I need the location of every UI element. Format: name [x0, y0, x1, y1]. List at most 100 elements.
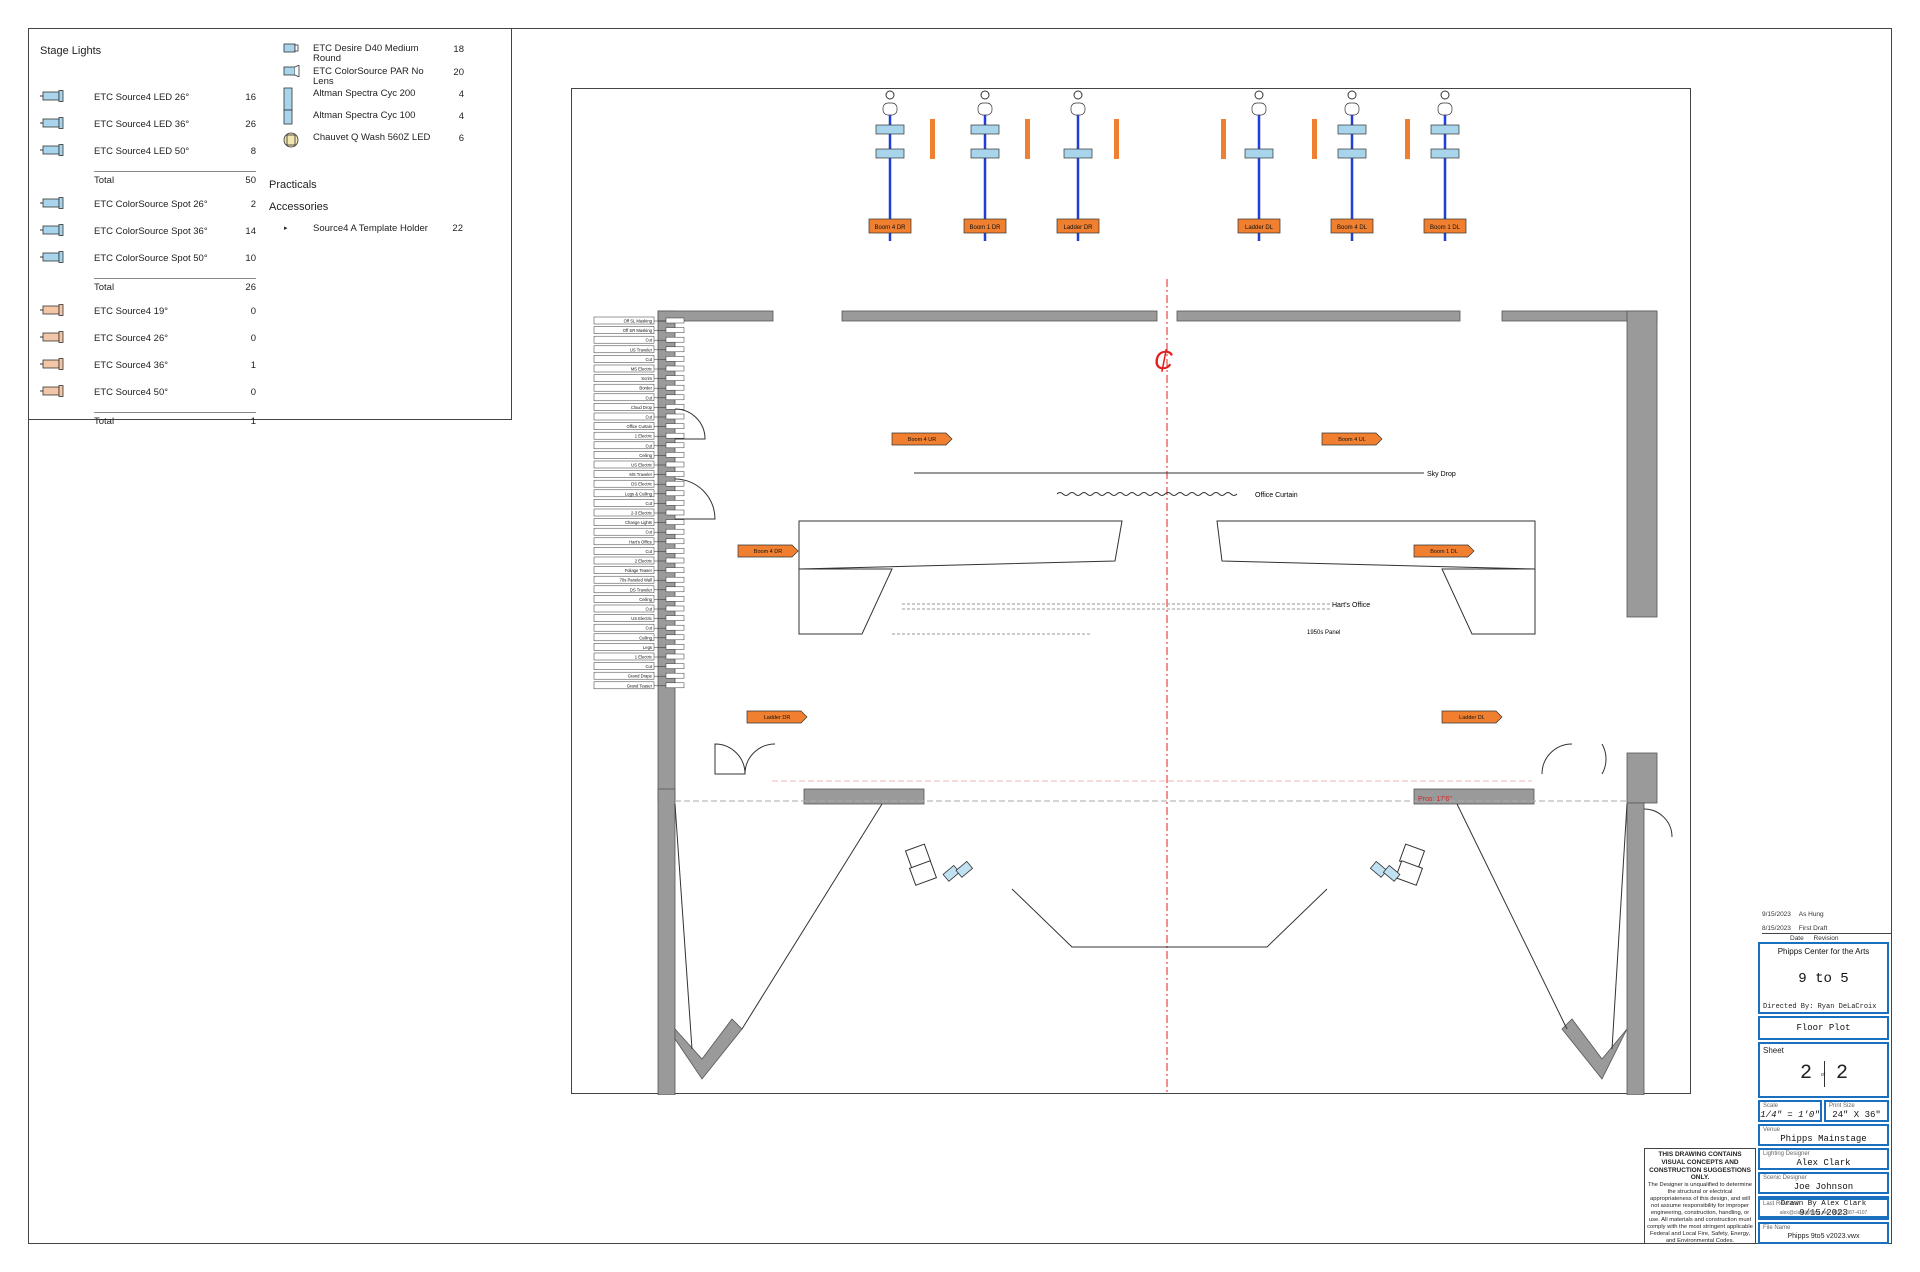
boom-fixture — [1337, 124, 1367, 135]
lineset-label: Ceiling — [639, 597, 652, 602]
lineset-label: Off SL Masking — [624, 319, 653, 324]
panel-label: 1950s Panel — [1307, 630, 1340, 636]
lineset-label: Cut — [645, 626, 652, 631]
power-icon — [885, 90, 895, 100]
floor-boom-name: Ladder DR — [764, 715, 791, 721]
scenic-designer-box: Scenic Designer Joe Johnson — [1758, 1172, 1889, 1194]
channel-tag — [1251, 102, 1267, 116]
revision-row-1: 9/15/2023 As Hung — [1762, 911, 1824, 918]
lineset-label: Off SR Masking — [623, 328, 653, 333]
legend-total-label: Total — [94, 175, 115, 186]
lineset-label: Cut — [645, 415, 652, 420]
lineset-label: Cloud Drop — [631, 405, 653, 410]
qwash-560z-icon — [282, 131, 300, 152]
lineset-row — [593, 451, 655, 459]
lineset-label: Cut — [645, 530, 652, 535]
pros-label: Pros: 17'6" — [1418, 796, 1452, 803]
lineset-row — [593, 431, 655, 440]
legend-fixture-count: 4 — [458, 111, 464, 122]
power-icon — [1440, 90, 1450, 100]
legend-row: ETC Source4 50°0 — [40, 383, 260, 403]
lineset-number-box — [665, 336, 685, 343]
lineset-row — [593, 403, 655, 411]
lineset-label: Hart's Office — [629, 539, 652, 544]
floor-boom-name: Boom 4 UR — [908, 437, 936, 443]
lineset-row — [593, 508, 655, 517]
lineset-label: Office Curtain — [626, 424, 652, 429]
lineset-row — [593, 537, 655, 546]
file-name-label: File Name — [1763, 1225, 1791, 1231]
boom-base-tag — [1237, 218, 1281, 234]
lineset-label: Grand Teaser — [627, 683, 653, 688]
lineset-row — [593, 547, 655, 555]
lineset-number-box — [665, 356, 685, 362]
boom-base-tag — [1423, 218, 1467, 234]
lineset-number-box — [665, 432, 685, 439]
lineset-row — [593, 595, 655, 603]
drawing-frame — [28, 28, 1892, 1244]
lineset-label: MS Electric — [631, 367, 652, 372]
legend-fixture-count: 8 — [250, 146, 256, 157]
legend-row: ETC Source4 LED 50°8 — [40, 142, 260, 162]
revision-header: Date Revision — [1762, 933, 1892, 942]
template-holder-icon: ▸ — [284, 225, 288, 232]
lineset-row — [593, 499, 655, 507]
legend-accessory-name: Source4 A Template Holder — [313, 223, 428, 234]
legend-fixture-name: ETC ColorSource Spot 26° — [94, 199, 208, 210]
lineset-label: Cut — [645, 549, 652, 554]
venue-box: Venue Phipps Mainstage — [1758, 1124, 1889, 1146]
channel-tag — [1437, 102, 1453, 116]
boom-base-tag — [1330, 218, 1374, 234]
boom-name: Boom 4 DR — [874, 225, 906, 231]
lineset-number-box — [665, 480, 685, 487]
power-icon — [980, 90, 990, 100]
led-fixture-icon — [40, 251, 64, 266]
lineset-number-box — [665, 672, 685, 679]
lineset-number-box — [665, 682, 685, 689]
centerline-symbol: ₵ — [1154, 345, 1173, 375]
legend-row: ETC Source4 19°0 — [40, 302, 260, 322]
lineset-row — [593, 326, 655, 334]
lineset-row — [593, 585, 655, 594]
floor-boom-tag — [737, 544, 799, 558]
legend-fixture-count: 6 — [458, 133, 464, 144]
lineset-number-box — [665, 375, 685, 381]
lineset-number-box — [665, 365, 685, 372]
floor-boom-tag — [1441, 710, 1503, 724]
set-platforms — [798, 520, 1536, 635]
office-curtain-line — [1056, 492, 1238, 496]
lineset-number-box — [665, 624, 685, 631]
sheet-total: 2 — [1836, 1062, 1849, 1085]
legend-total-count: 1 — [250, 416, 256, 427]
legend-fixture-name: ETC Source4 26° — [94, 333, 169, 344]
lineset-label: Ceiling — [639, 453, 652, 458]
lineset-row — [593, 412, 655, 421]
legend-fixture-count: 0 — [250, 387, 256, 398]
boom-flag — [1312, 119, 1317, 159]
scale-box: Scale 1/4" = 1'0" — [1758, 1100, 1822, 1122]
legend-accessory-count: 22 — [452, 223, 463, 234]
legend-row: ETC ColorSource Spot 36°14 — [40, 222, 260, 242]
lineset-label: DS Electric — [631, 482, 652, 487]
house-outline — [674, 780, 1628, 1050]
lineset-row — [593, 489, 655, 498]
lineset-number-box — [665, 528, 685, 535]
lineset-label: 2-3 Electric — [631, 511, 652, 516]
lineset-number-box — [665, 557, 685, 564]
stage-walls — [657, 310, 1658, 1096]
legend-fixture-name: ETC Desire D40 Medium Round — [313, 43, 419, 64]
lineset-number-box — [665, 644, 685, 650]
sheet-number: 2 — [1800, 1062, 1813, 1085]
office-curtain-label: Office Curtain — [1255, 492, 1298, 499]
lineset-number-box — [665, 452, 685, 458]
disclaimer: THIS DRAWING CONTAINS VISUAL CONCEPTS AN… — [1644, 1148, 1756, 1244]
colorsource-par-icon — [282, 64, 300, 80]
legend-fixture-name: ETC ColorSource Spot 50° — [94, 253, 208, 264]
sheet-label: Sheet — [1763, 1046, 1784, 1055]
legend-accessory-row: Source4 A Template Holder 22 — [313, 219, 493, 239]
lineset-number-box — [665, 576, 685, 583]
lineset-row — [593, 614, 655, 622]
lineset-number-box — [665, 471, 685, 477]
floor-boom-name: Boom 4 UL — [1338, 437, 1366, 443]
